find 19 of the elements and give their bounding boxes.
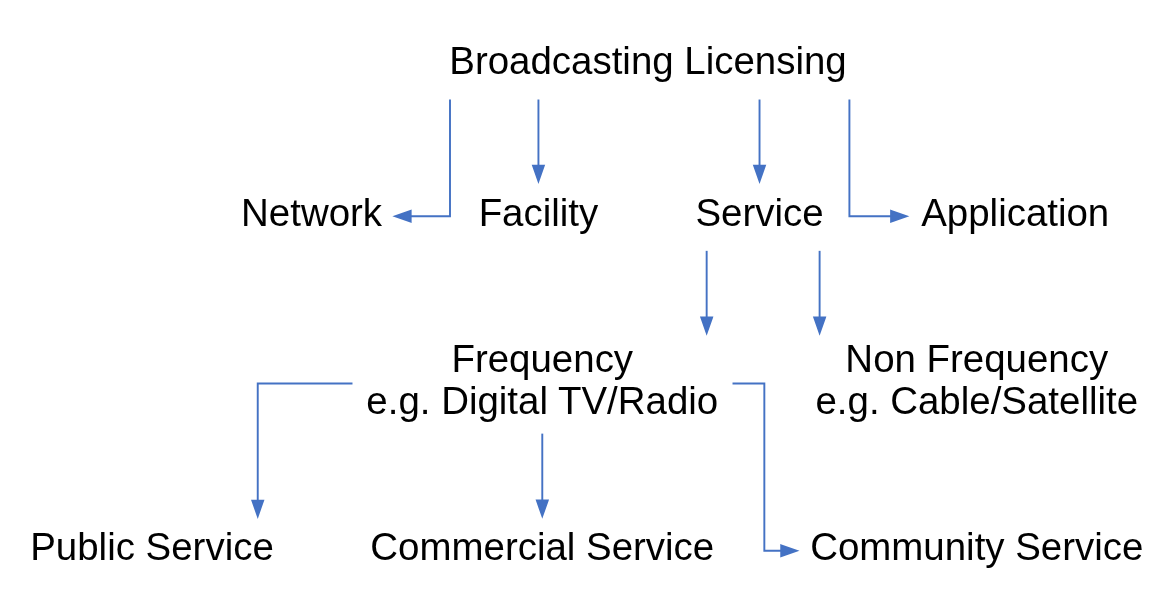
node-text: Application [921,190,1110,234]
node-text: Commercial Service [370,524,715,568]
arrow [531,98,546,184]
node-text: Community Service [810,524,1144,568]
arrow [731,382,800,557]
node-text: Frequency e.g. Digital TV/Radio [366,336,719,422]
arrow [251,382,354,519]
arrow [699,249,714,336]
node-text: Broadcasting Licensing [449,38,847,82]
node-text: Service [695,190,824,234]
node-text: Non Frequency e.g. Cable/Satellite [815,336,1139,422]
arrow [848,98,910,223]
arrow [812,249,827,336]
node-text: Public Service [30,524,274,568]
arrow [392,98,451,223]
node-text: Facility [478,190,599,234]
arrow [752,98,767,184]
node-text: Network [241,190,383,234]
arrow [535,432,549,519]
